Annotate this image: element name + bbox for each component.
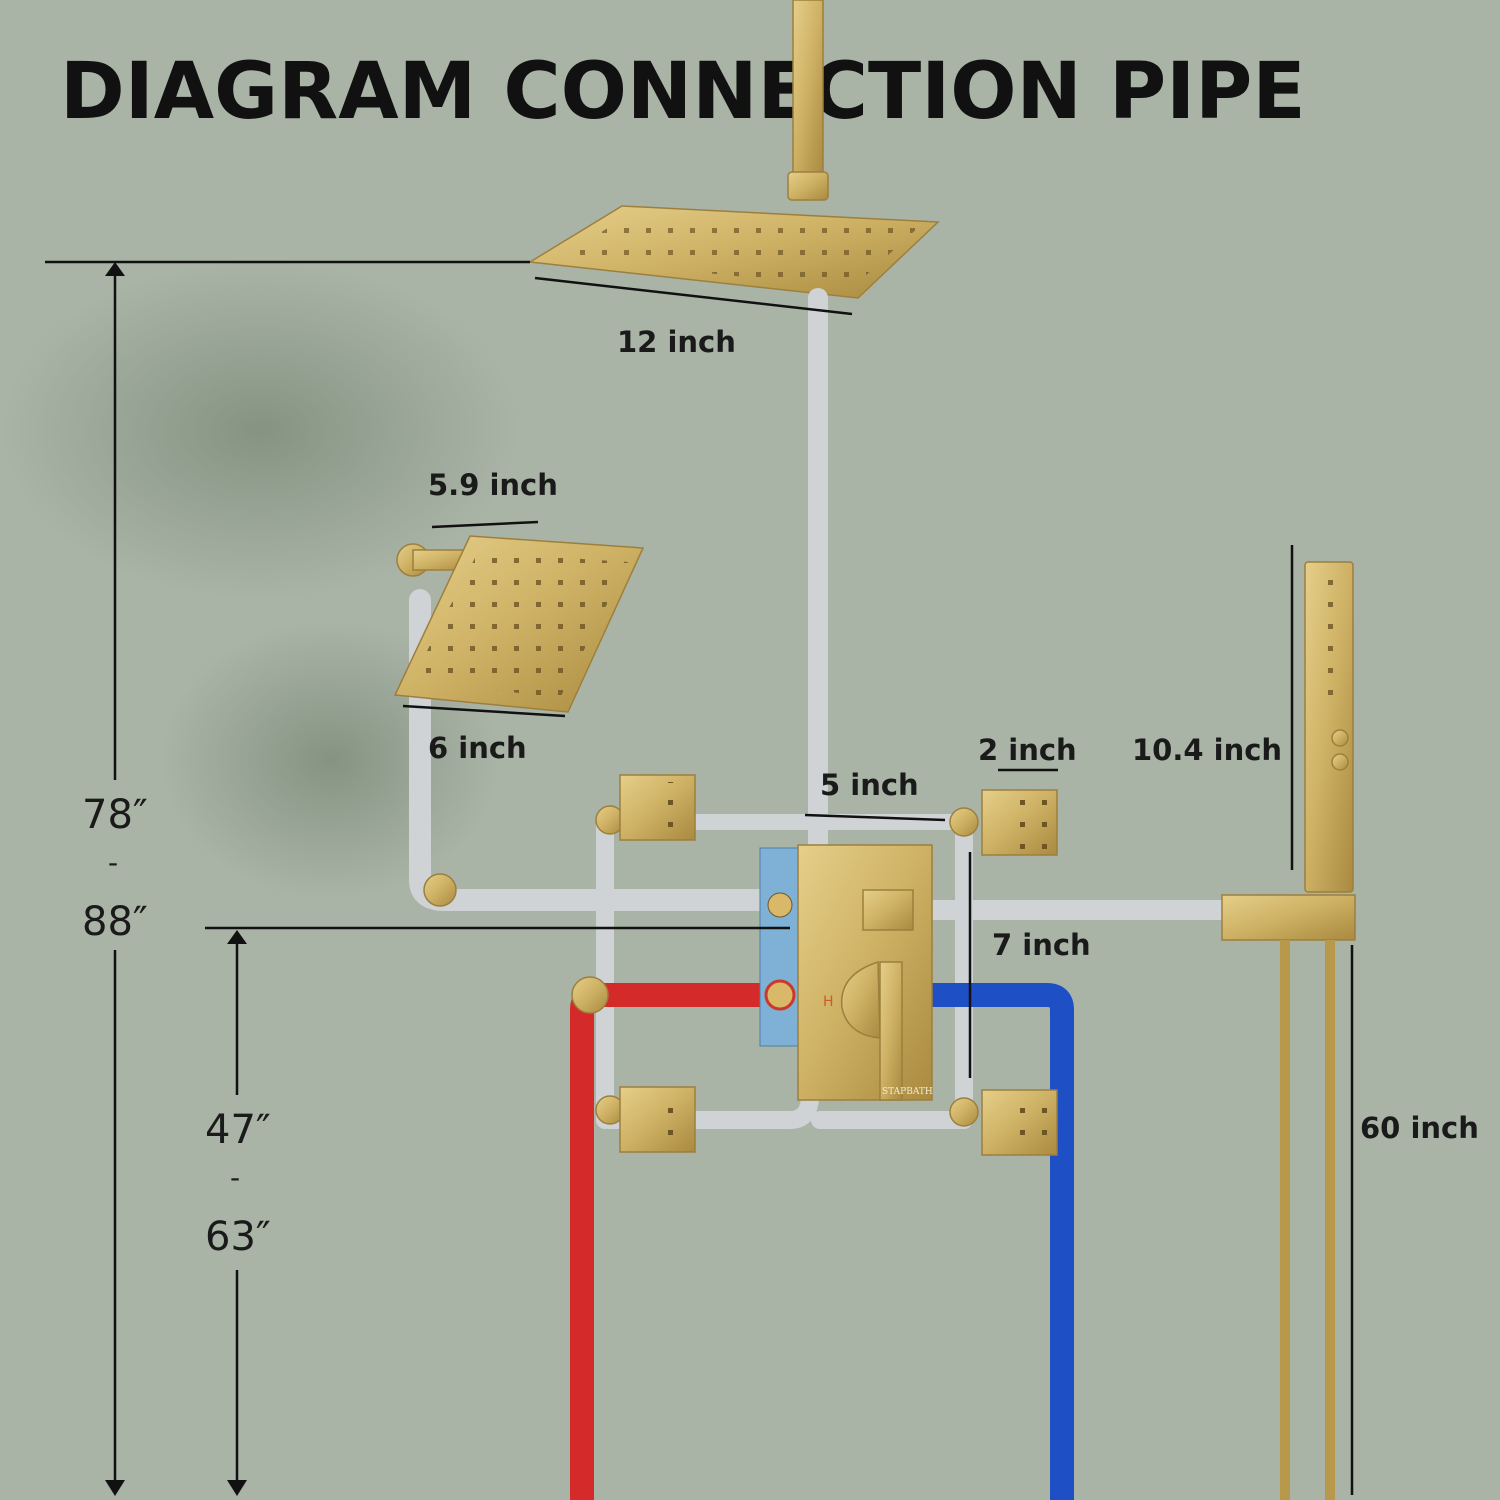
outlet-port — [767, 892, 793, 918]
ceiling-height-sep: - — [108, 846, 118, 879]
jet-vertical-label: 7 inch — [992, 928, 1091, 962]
valve-trim-plate: H STAPBATH — [797, 844, 933, 1101]
hose-length-label: 60 inch — [1360, 1111, 1479, 1145]
brand-logo: STAPBATH — [882, 1087, 933, 1097]
hot-mark: H — [823, 994, 834, 1010]
inlet-port — [764, 979, 796, 1011]
side-head-bottom-label: 6 inch — [428, 731, 527, 765]
dimension-lines — [45, 260, 1354, 1496]
hand-shower-length-label: 10.4 inch — [1132, 733, 1282, 767]
page-title: DIAGRAM CONNECTION PIPE — [60, 47, 1306, 137]
elbow-fitting — [423, 873, 457, 907]
valve-height-max: 63″ — [205, 1214, 271, 1260]
elbow-fitting — [571, 976, 609, 1014]
rough-in-valve-body — [759, 847, 803, 1047]
valve-height-sep: - — [230, 1161, 240, 1194]
cold-water-pipe — [930, 983, 1074, 1500]
ceiling-height-min: 78″ — [82, 792, 148, 838]
body-jet-top-right — [949, 789, 1058, 856]
side-head-top-label: 5.9 inch — [428, 468, 558, 502]
rain-shower-head — [527, 205, 940, 299]
ceiling-arm — [787, 0, 829, 201]
rain-head-size-label: 12 inch — [617, 325, 736, 359]
temperature-handle — [840, 960, 881, 1039]
body-jet-top-left — [595, 774, 696, 841]
side-shower-head — [393, 535, 645, 891]
valve-height-min: 47″ — [205, 1107, 271, 1153]
jet-width-label: 2 inch — [978, 733, 1077, 767]
jet-spacing-label: 5 inch — [820, 768, 919, 802]
body-jet-bottom-left — [595, 1086, 696, 1153]
shower-hose — [1280, 940, 1335, 1500]
wall-shadow — [0, 260, 520, 600]
hand-shower — [1221, 561, 1356, 1500]
diverter-handle — [862, 889, 914, 931]
ceiling-height-max: 88″ — [82, 899, 148, 945]
body-jet-bottom-right — [949, 1089, 1058, 1156]
body-jet-pipes — [596, 811, 973, 1129]
